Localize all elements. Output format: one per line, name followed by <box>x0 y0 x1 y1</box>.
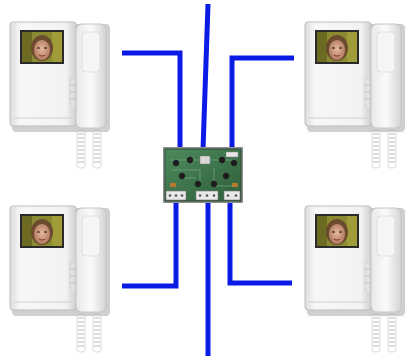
distributor-board <box>163 147 243 203</box>
wire-top-left <box>122 50 183 150</box>
monitor-bottom-left <box>9 205 111 353</box>
monitor-top-right <box>304 21 406 169</box>
monitor-bottom-right <box>304 205 406 353</box>
terminal-blocks <box>165 190 241 201</box>
wire-bottom-left <box>122 198 179 289</box>
pcb-components <box>170 151 239 188</box>
wire-trunk-top <box>200 3 211 151</box>
wire-bottom-right <box>227 198 292 286</box>
wiring <box>122 3 294 356</box>
monitor-top-left <box>9 21 111 169</box>
wire-top-right <box>229 55 294 150</box>
